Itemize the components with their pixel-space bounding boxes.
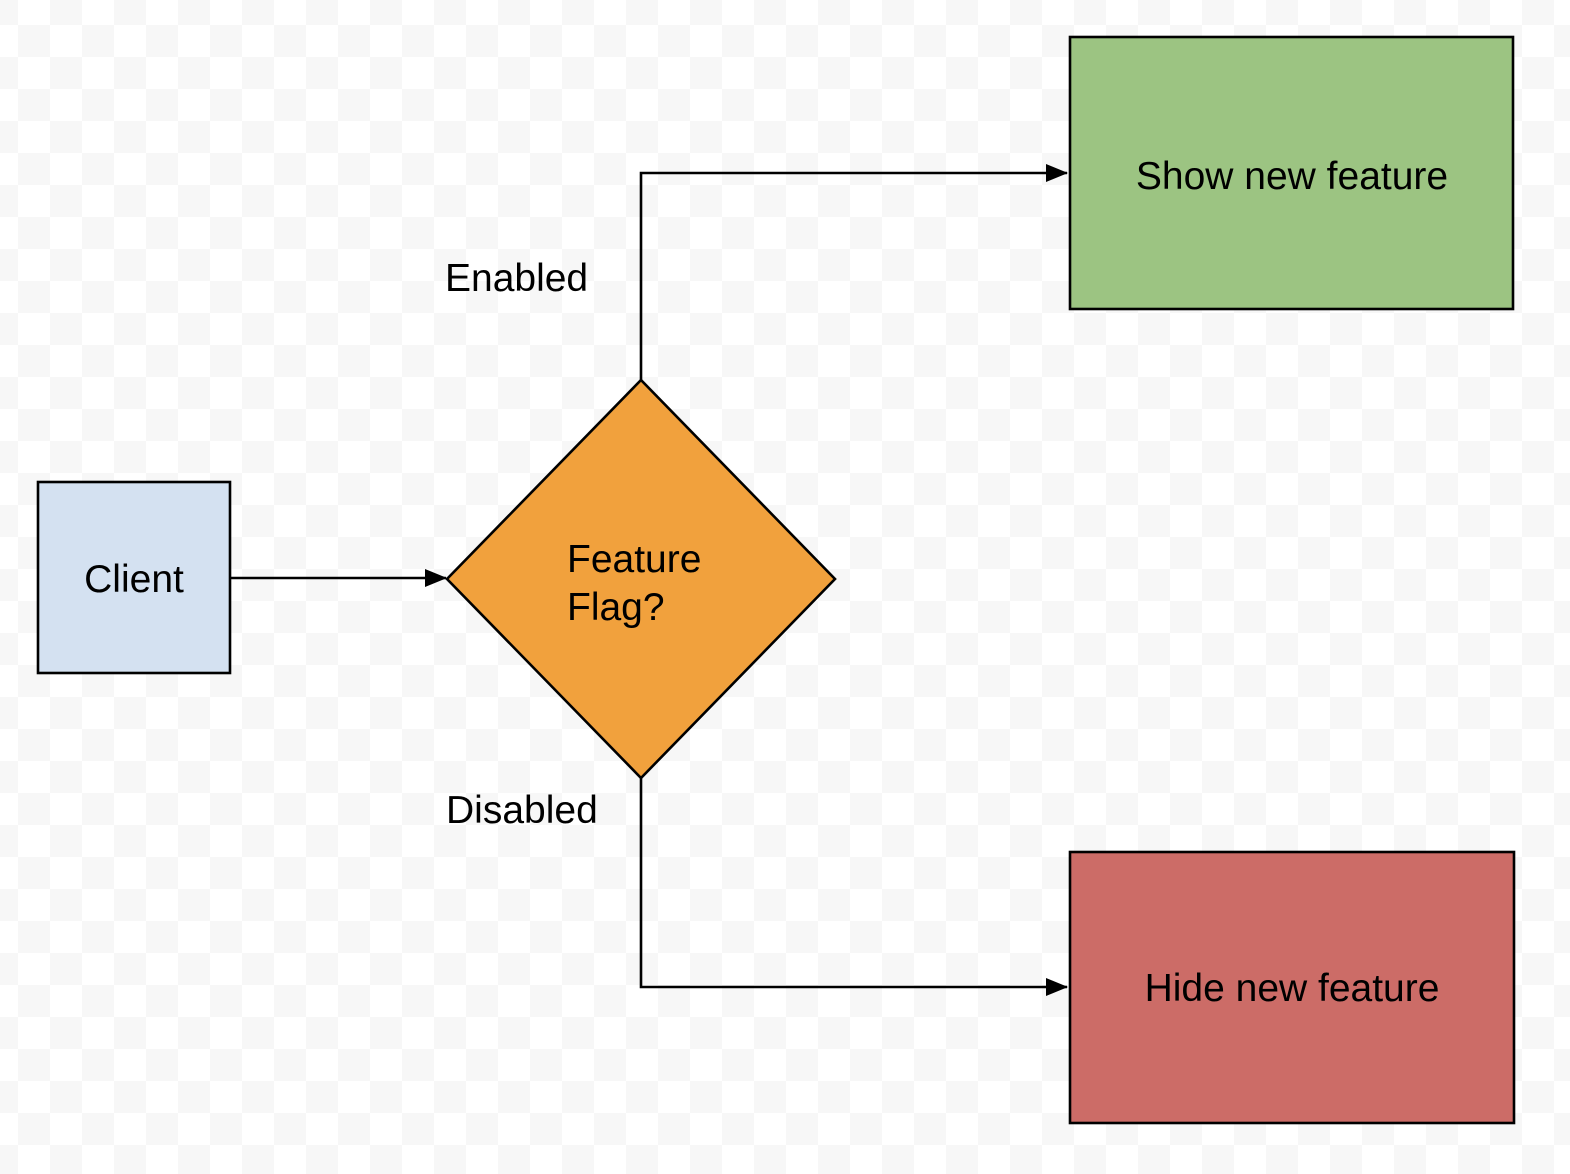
client-node-label: Client	[84, 558, 184, 601]
edge-disabled	[639, 778, 1068, 996]
feature-flag-decision-node	[445, 378, 837, 780]
edge-enabled	[639, 164, 1068, 380]
feature-flag-label-line1: Feature	[567, 538, 701, 581]
disabled-edge-label: Disabled	[446, 789, 598, 832]
feature-flag-label-line2: Flag?	[567, 586, 665, 629]
client-node	[36, 480, 232, 675]
enabled-edge-label: Enabled	[445, 257, 588, 300]
show-new-feature-label: Show new feature	[1136, 155, 1448, 198]
show-new-feature-node	[1068, 35, 1515, 311]
hide-new-feature-node	[1068, 850, 1516, 1125]
hide-new-feature-label: Hide new feature	[1145, 967, 1440, 1010]
